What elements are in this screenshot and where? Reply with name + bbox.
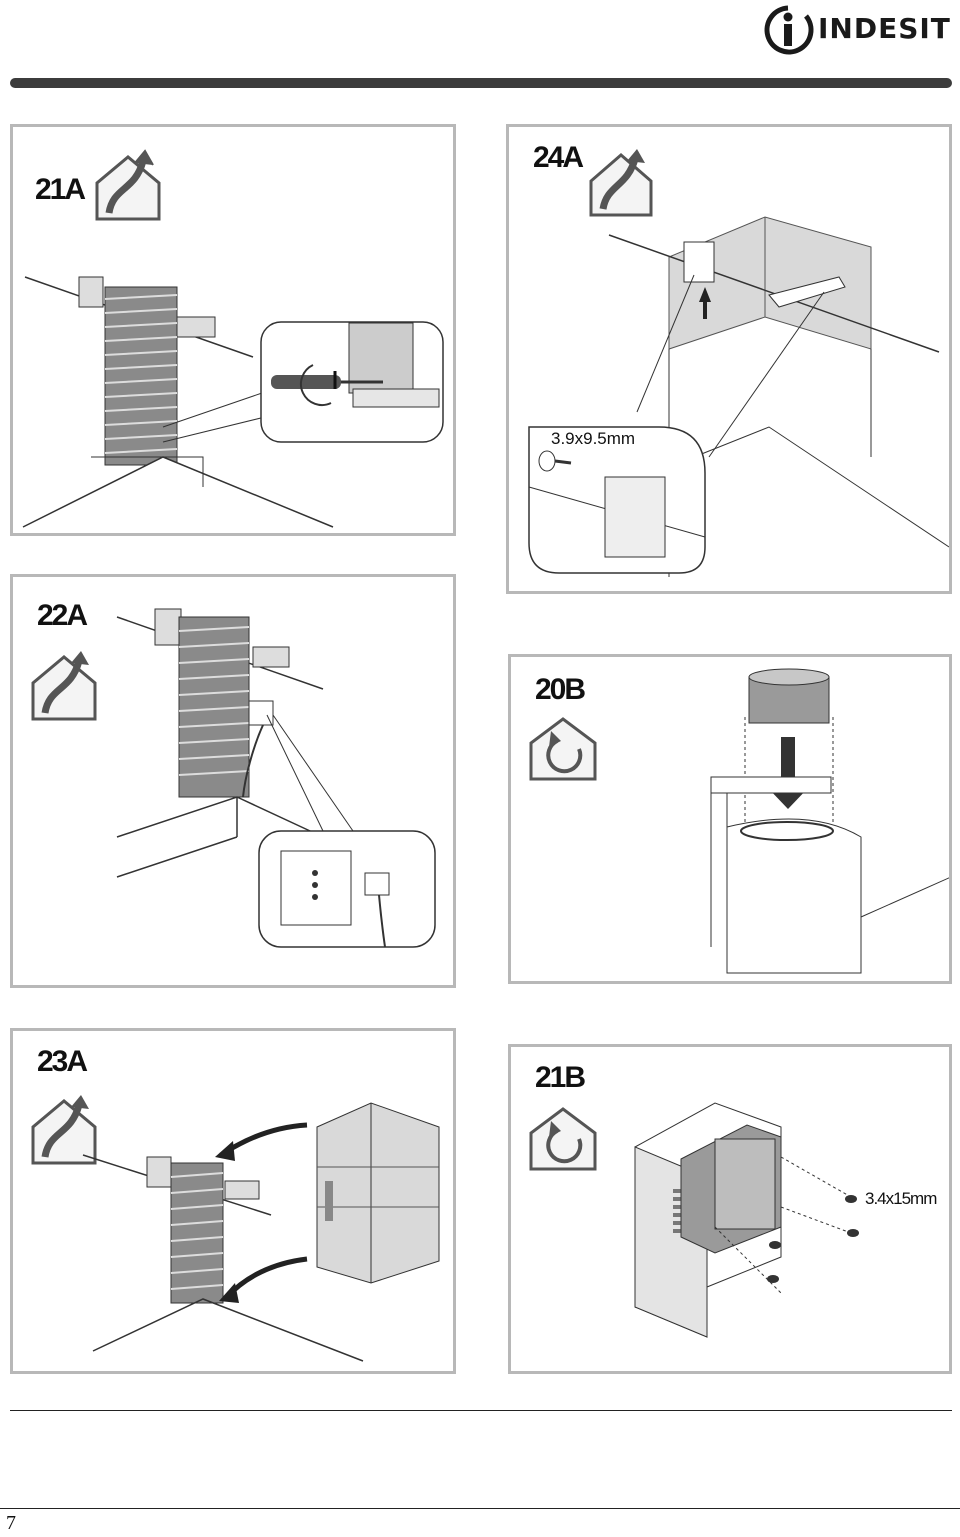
figure-21A: 21A (10, 124, 456, 536)
flexible-duct (170, 1162, 224, 1304)
figure-label: 24A (533, 141, 584, 174)
carbon-filter-box-illustration (529, 1102, 859, 1338)
recirculation-house-icon (529, 1107, 597, 1171)
indesit-logo: INDESIT (760, 4, 956, 56)
figure-label: 21A (35, 173, 86, 206)
detail-inset-screwdriver (260, 321, 444, 443)
header-divider (10, 78, 952, 88)
figure-23A: 23A (10, 1028, 456, 1374)
figure-24A: 24A 3.9x9.5mm (506, 124, 952, 594)
bracket-installation-illustration (528, 149, 949, 577)
flexible-duct (104, 286, 178, 466)
screw-size-label: 3.9x9.5mm (551, 429, 636, 448)
figure-20B: 20B (508, 654, 952, 984)
figure-label: 22A (37, 599, 88, 632)
figure-label: 21B (535, 1061, 586, 1094)
figure-label: 20B (535, 673, 586, 706)
duct-connection-illustration (22, 149, 444, 528)
recirculation-house-icon (529, 717, 597, 781)
ducted-exhaust-house-icon (95, 149, 161, 221)
figure-21B: 21B 3.4x15mm (508, 1044, 952, 1374)
figure-22A: 22A (10, 574, 456, 988)
chimney-fitting-illustration (31, 1095, 440, 1362)
flexible-duct (178, 616, 250, 798)
indesit-logo-mark-icon (764, 5, 814, 55)
detail-inset-screw (528, 426, 706, 574)
chimney-cover (316, 1102, 440, 1284)
page-number: 7 (6, 1512, 16, 1534)
detail-inset-socket (258, 830, 436, 948)
figure-label: 23A (37, 1045, 88, 1078)
screw-size-label: 3.4x15mm (865, 1189, 937, 1208)
brand-name: INDESIT (818, 12, 951, 45)
content-divider (10, 1410, 952, 1411)
ducted-exhaust-house-icon (589, 149, 653, 217)
electrical-connection-illustration (31, 608, 436, 948)
footer-divider (0, 1508, 960, 1509)
ducted-exhaust-house-icon (31, 1095, 97, 1165)
ducted-exhaust-house-icon (31, 651, 97, 721)
recirculation-flange-illustration (529, 668, 949, 974)
